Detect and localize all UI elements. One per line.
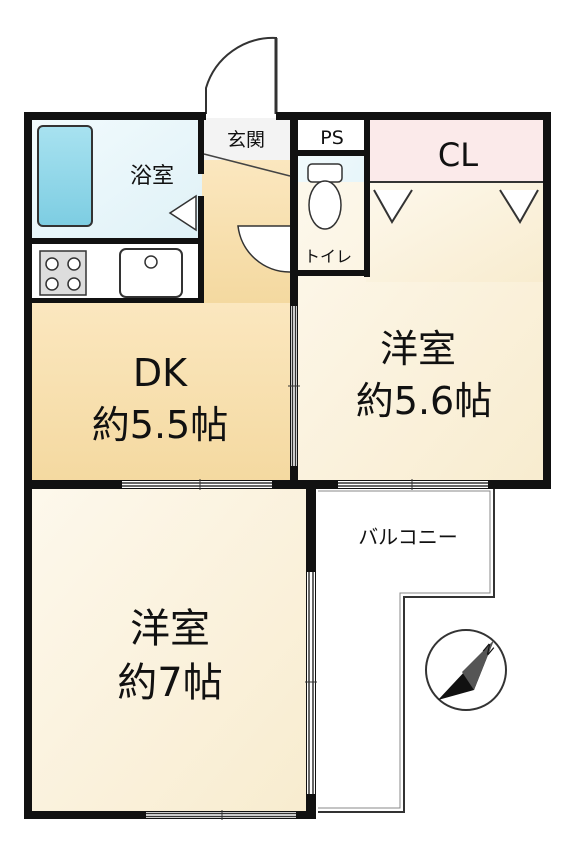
bathtub [37, 125, 93, 227]
balcony-inner [318, 490, 491, 809]
western2-name-label: 洋室 [130, 606, 210, 652]
stove-icon [39, 250, 87, 296]
entrance-label: 玄関 [227, 129, 265, 151]
interior-walls [24, 112, 551, 489]
closet-door-right [499, 189, 539, 224]
dk-floor [30, 303, 292, 483]
toilet-icon [307, 163, 343, 230]
closet-label: CL [438, 136, 478, 174]
closet-floor [370, 118, 545, 182]
western1-size-label: 約5.6帖 [356, 379, 492, 423]
sink-icon [119, 248, 183, 298]
closet-door-left [373, 189, 413, 224]
ps-floor [298, 118, 366, 150]
toilet-label: トイレ [304, 247, 352, 266]
entrance-step-line [203, 153, 291, 177]
dk-size-label: 約5.5帖 [92, 403, 228, 447]
entry-door-swing [205, 36, 277, 114]
western1-name-label: 洋室 [380, 327, 456, 371]
ps-label: PS [320, 127, 344, 149]
entrance-floor [202, 118, 292, 160]
bath-label: 浴室 [130, 164, 174, 189]
hall-door-swing [237, 225, 291, 273]
compass-icon: N [425, 629, 507, 711]
balcony-label: バルコニー [358, 525, 458, 549]
bath-door-icon [168, 194, 197, 232]
western2-floor [30, 489, 308, 812]
dk-name-label: DK [133, 351, 188, 395]
window-gaps [122, 306, 488, 820]
western2-size-label: 約7帖 [117, 660, 222, 706]
